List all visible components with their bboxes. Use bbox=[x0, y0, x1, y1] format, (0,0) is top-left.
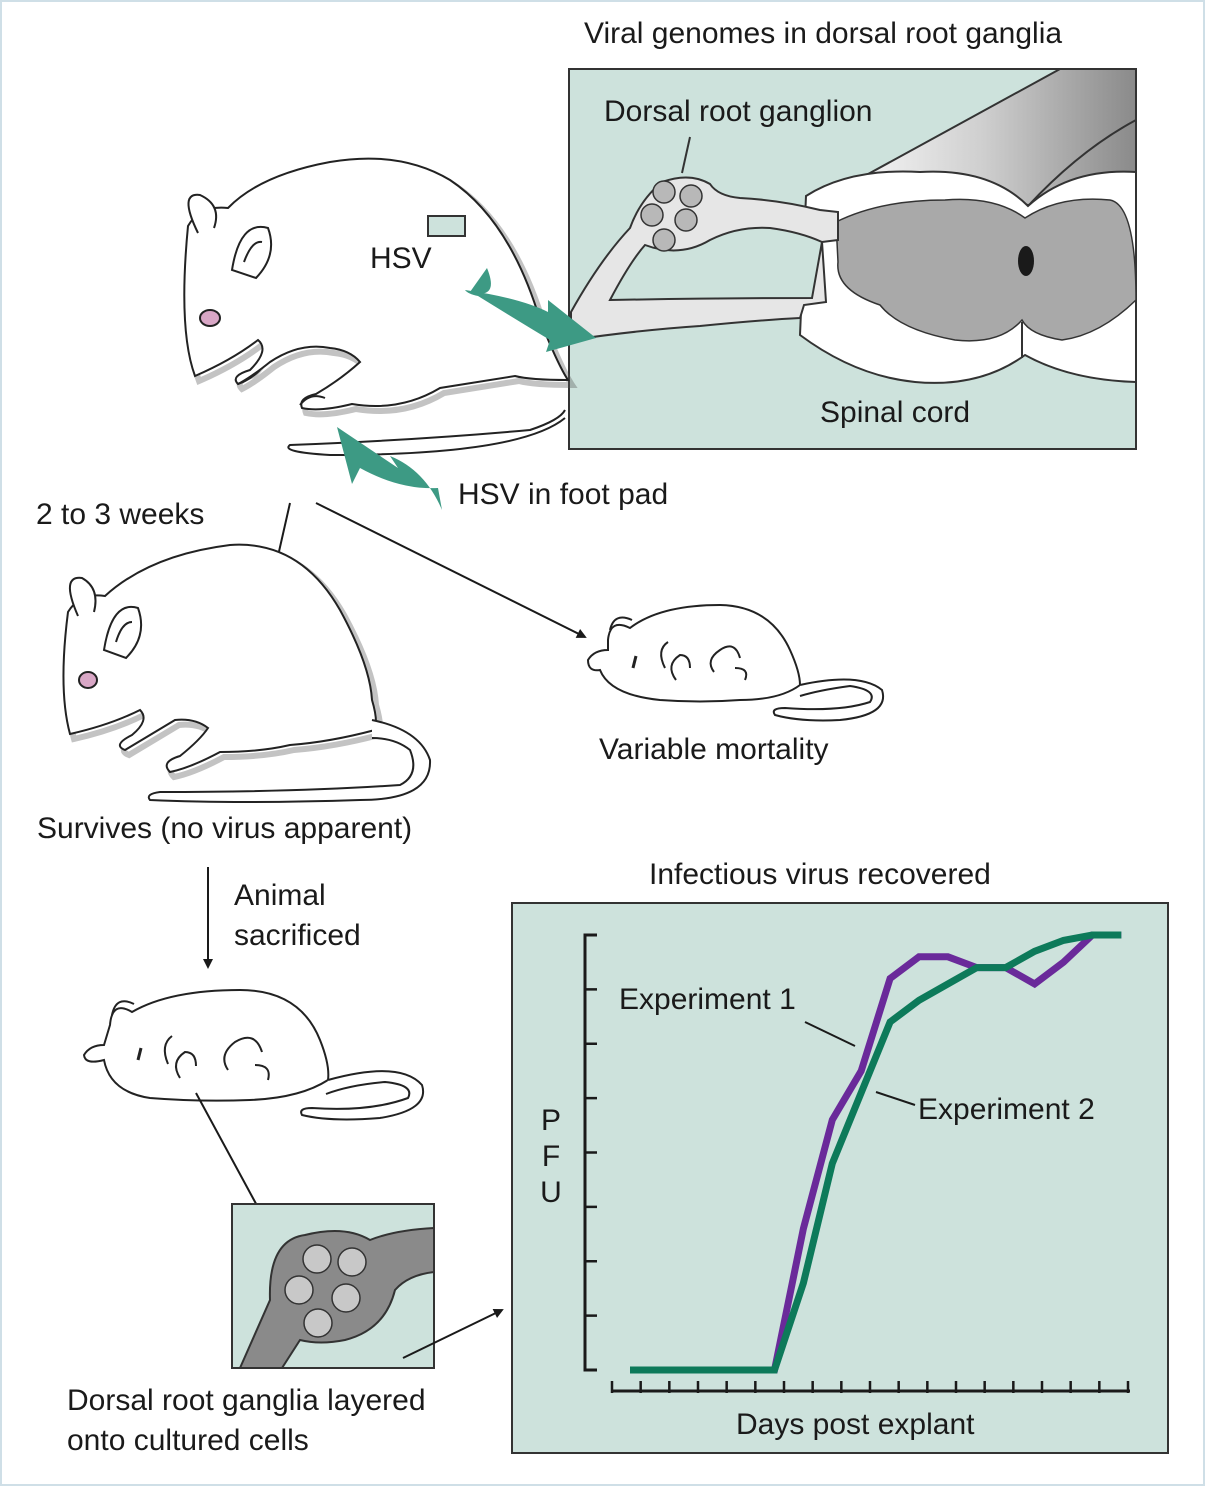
legend-experiment-2: Experiment 2 bbox=[918, 1093, 1095, 1126]
arrow-to-chart bbox=[402, 1308, 504, 1359]
dorsal-root-ganglion-label: Dorsal root ganglion bbox=[604, 95, 873, 128]
hsv-arrow-tail bbox=[470, 268, 491, 294]
x-axis-label: Days post explant bbox=[736, 1408, 975, 1441]
y-axis-ticks bbox=[585, 933, 597, 1372]
chart-panel bbox=[511, 902, 1169, 1454]
hsv-to-ganglion-arrow bbox=[465, 290, 596, 352]
survives-label: Survives (no virus apparent) bbox=[37, 812, 413, 845]
green-arrows bbox=[337, 268, 596, 510]
mouse-tail-sacrificed bbox=[300, 1070, 425, 1121]
spinal-cord-panel bbox=[568, 68, 1137, 450]
series-lines bbox=[630, 931, 1122, 1374]
ganglion-culture-panel bbox=[231, 1203, 435, 1369]
chart-background bbox=[511, 902, 1169, 1454]
ganglion-pointer-line bbox=[681, 136, 691, 174]
y-axis-label-letter: U bbox=[540, 1176, 562, 1209]
mouse-survivor bbox=[62, 543, 432, 803]
gray-matter bbox=[835, 198, 1137, 342]
mouse-infected bbox=[183, 157, 578, 457]
ganglia-cultured-line2: onto cultured cells bbox=[67, 1424, 309, 1457]
hsv-foot-pad-label: HSV in foot pad bbox=[458, 478, 669, 511]
y-axis-label-letter: P bbox=[540, 1104, 561, 1137]
series-line-experiment-2 bbox=[630, 931, 1122, 1374]
mouse-dead bbox=[586, 603, 885, 722]
chart-title: Infectious virus recovered bbox=[649, 858, 991, 891]
y-axis-label-letter: F bbox=[541, 1140, 561, 1173]
foot-pad-arrow bbox=[337, 427, 442, 510]
animal-sacrificed-line1: Animal bbox=[234, 879, 326, 912]
experiment-1-leader bbox=[804, 1021, 856, 1047]
mouse-tail-dead bbox=[772, 678, 885, 722]
x-axis-ticks bbox=[610, 1381, 1130, 1393]
mouse-sacrificed bbox=[82, 988, 425, 1121]
spinal-cord-section bbox=[798, 170, 1137, 384]
animal-sacrificed-line2: sacrificed bbox=[234, 919, 361, 952]
mouse-eye bbox=[199, 309, 221, 327]
variable-mortality-label: Variable mortality bbox=[599, 733, 829, 766]
ganglia-cultured-line1: Dorsal root ganglia layered bbox=[67, 1384, 426, 1417]
hsv-label: HSV bbox=[370, 242, 432, 275]
legend-experiment-1: Experiment 1 bbox=[619, 983, 796, 1016]
two-to-three-weeks-label: 2 to 3 weeks bbox=[36, 498, 205, 531]
hsv-flank-marker bbox=[427, 215, 466, 237]
central-canal bbox=[1018, 246, 1034, 276]
ganglion-cells bbox=[640, 180, 703, 252]
arrow-to-mortality bbox=[315, 502, 587, 638]
mouse-tail-survivor bbox=[147, 719, 432, 803]
dorsal-root-nerve bbox=[570, 136, 839, 342]
explanted-ganglion-cells bbox=[284, 1244, 367, 1338]
spinal-cord-label: Spinal cord bbox=[820, 396, 971, 429]
experiment-2-leader bbox=[875, 1091, 916, 1106]
mouse-eye-survivor bbox=[78, 671, 98, 689]
genomes-panel-title: Viral genomes in dorsal root ganglia bbox=[584, 17, 1063, 50]
